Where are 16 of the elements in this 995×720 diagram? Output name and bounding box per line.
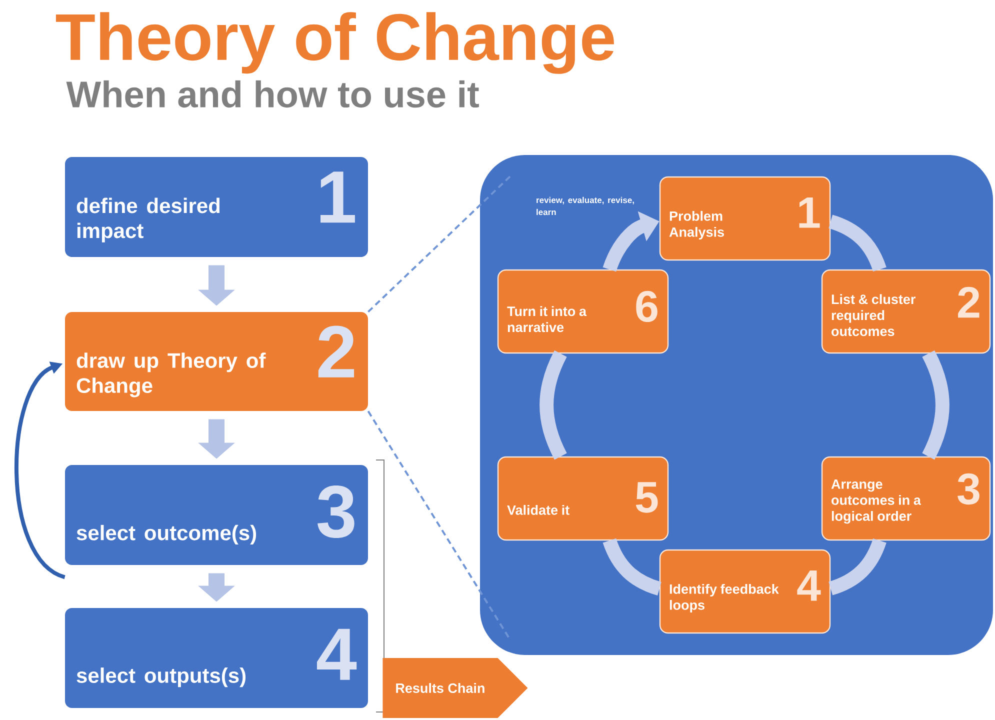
subtitle: When and how to use it bbox=[66, 80, 479, 108]
step-box: select outcome(s) 3 bbox=[65, 465, 368, 565]
dashed-line bbox=[368, 174, 512, 313]
step-box: Turn it into a narrative 6 bbox=[497, 269, 669, 354]
step-box: draw up Theory of Change 2 bbox=[65, 312, 368, 411]
step-box: Identify feedback loops 4 bbox=[659, 549, 831, 634]
curved-arrow bbox=[14, 362, 66, 579]
title: Theory of Change bbox=[56, 12, 614, 74]
dashed-line bbox=[367, 410, 511, 640]
step-box: Arrange outcomes in a logical order 3 bbox=[821, 456, 991, 541]
step-box: define desired impact 1 bbox=[65, 157, 368, 257]
step-box: Validate it 5 bbox=[497, 456, 669, 541]
edge-label: review, evaluate, revise, learn bbox=[536, 196, 634, 216]
step-box: List & cluster required outcomes 2 bbox=[821, 269, 991, 354]
step-box: select outputs(s) 4 bbox=[65, 608, 368, 708]
step-box: Problem Analysis 1 bbox=[659, 176, 831, 261]
